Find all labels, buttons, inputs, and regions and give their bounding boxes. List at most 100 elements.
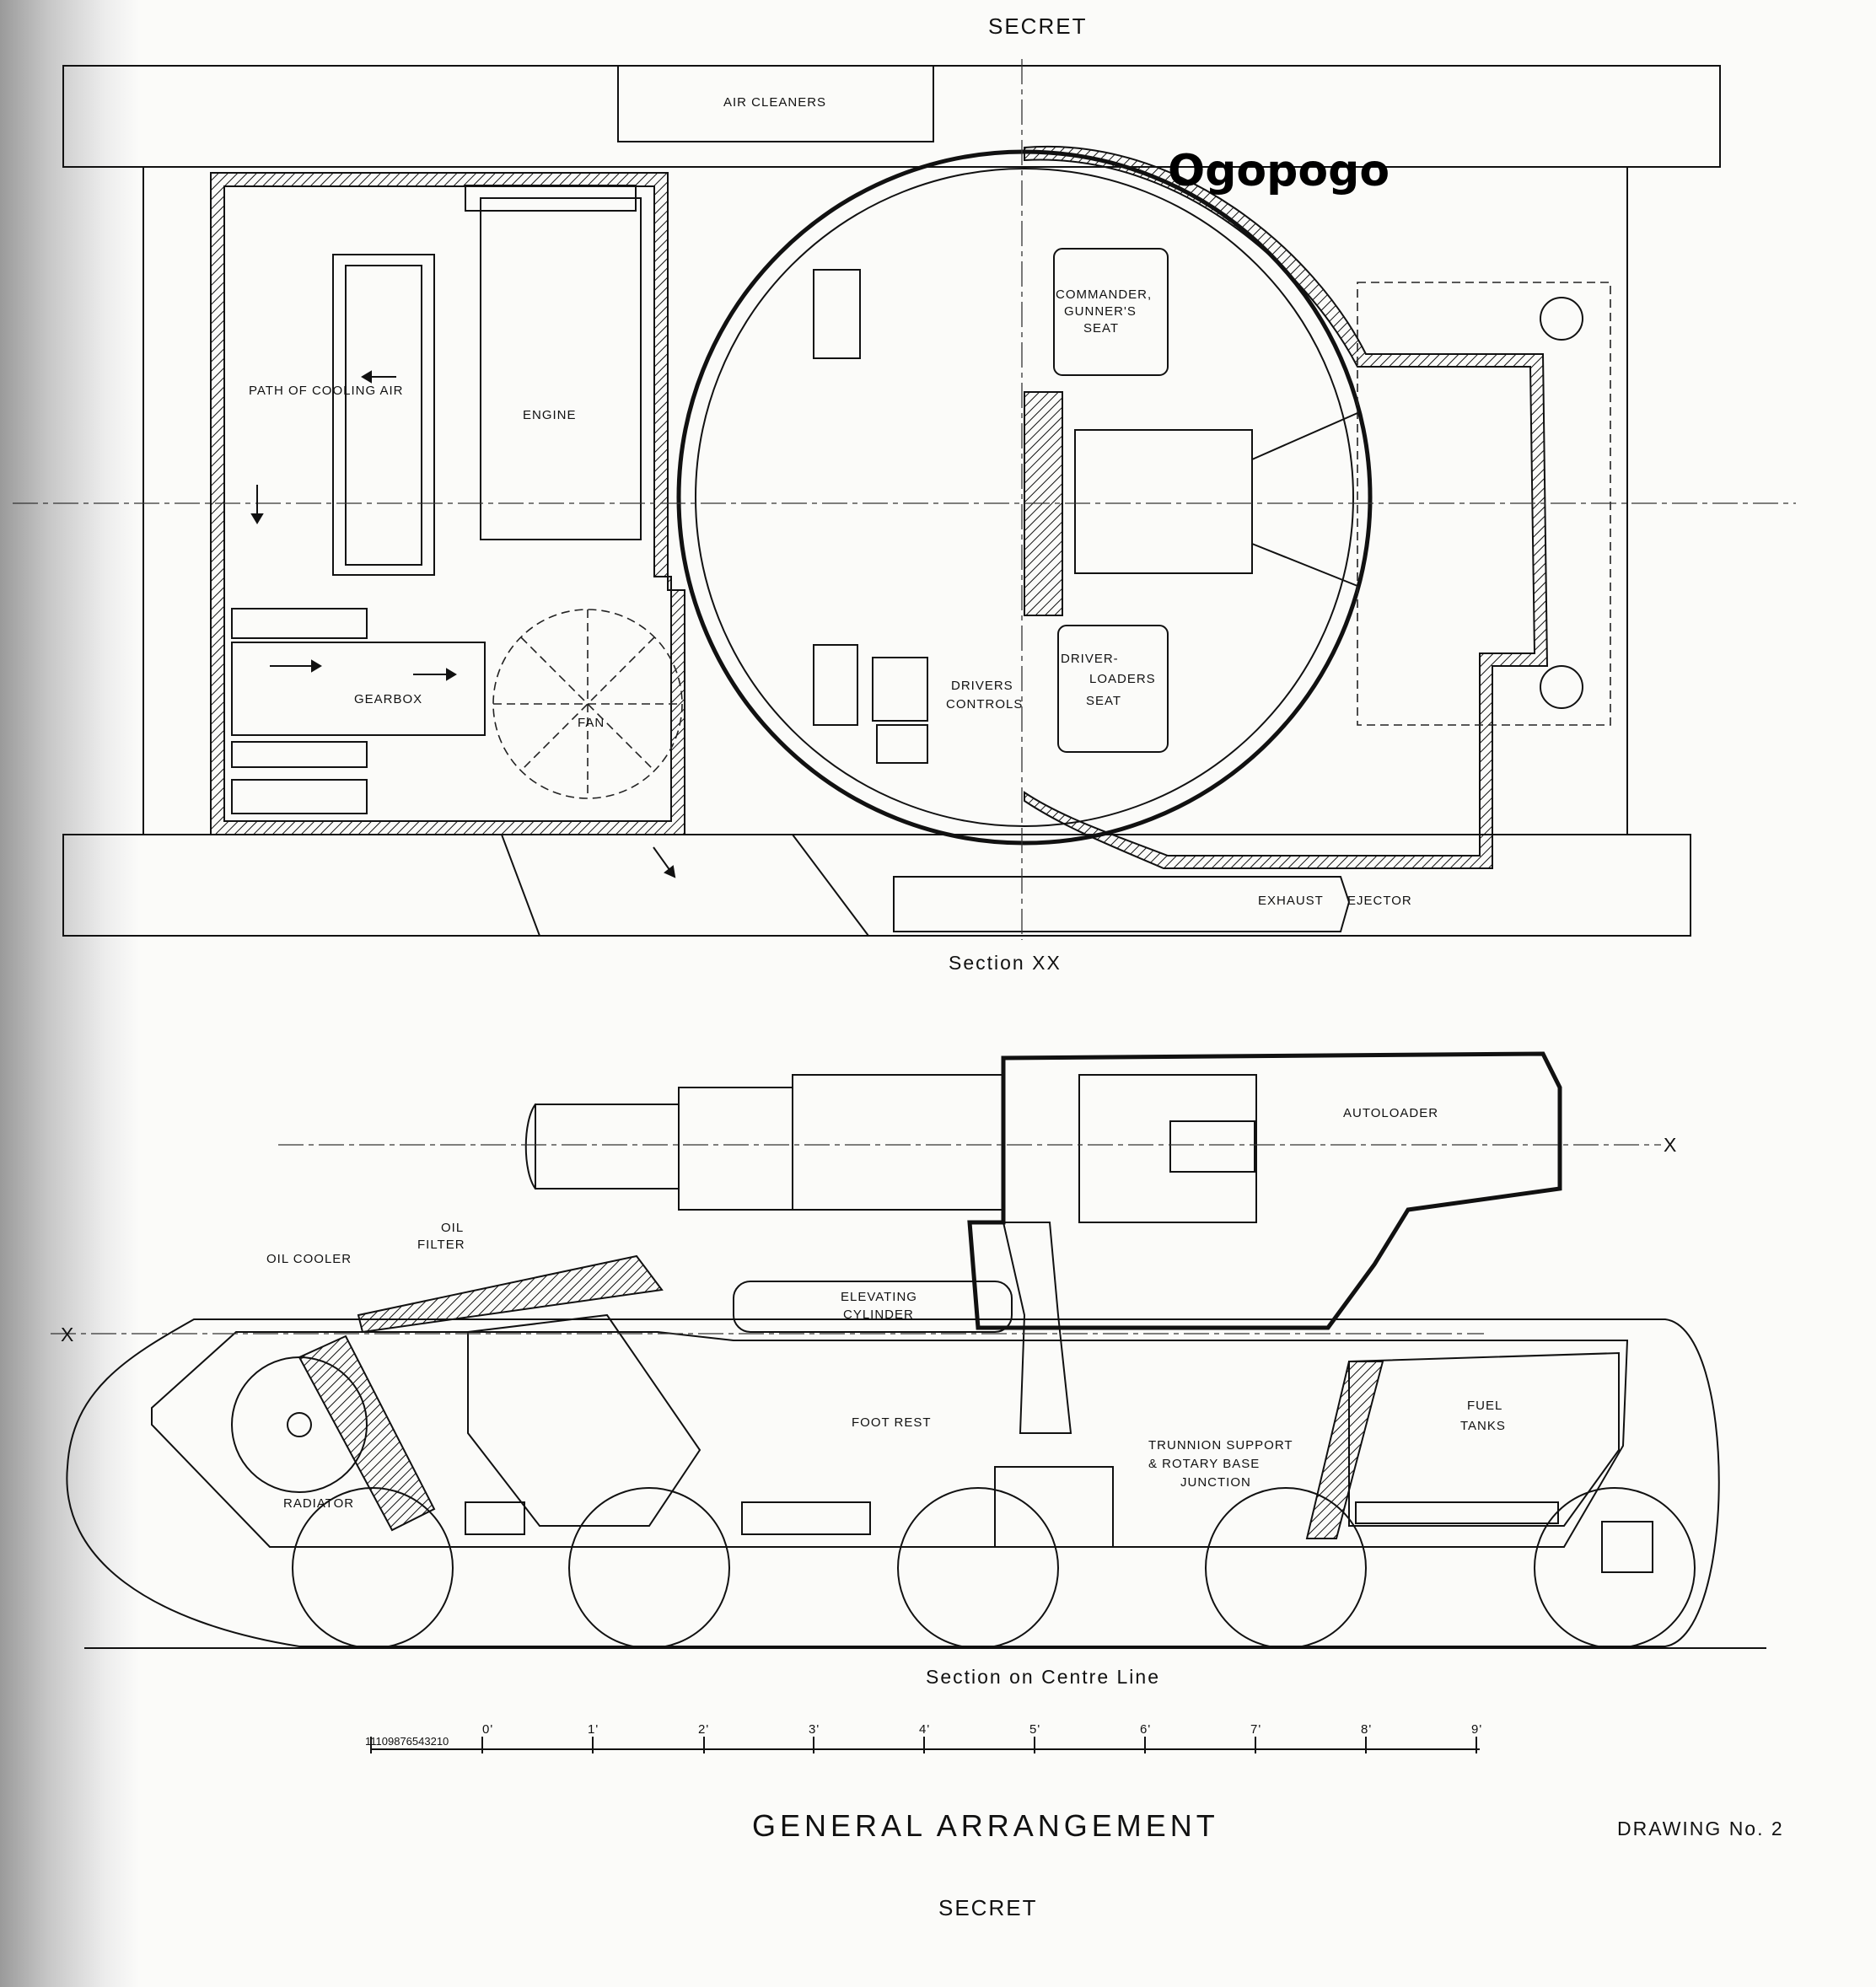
drawing-number: DRAWING No. 2 bbox=[1617, 1818, 1784, 1839]
label-radiator: RADIATOR bbox=[283, 1496, 354, 1511]
road-wheel-3 bbox=[897, 1487, 1059, 1649]
gearbox-upper bbox=[231, 608, 368, 639]
gun-breech bbox=[1074, 429, 1253, 574]
scale-bar bbox=[370, 1737, 1480, 1753]
scan-edge-shading bbox=[0, 0, 139, 1987]
diag-line-1 bbox=[501, 834, 540, 937]
scale-feet-2: 2' bbox=[698, 1722, 709, 1737]
port-circle-bottom bbox=[1540, 665, 1583, 709]
label-cylinder: CYLINDER bbox=[843, 1308, 914, 1322]
classification-top: SECRET bbox=[988, 13, 1087, 39]
hull-side bbox=[151, 1331, 1629, 1548]
label-filter: FILTER bbox=[417, 1238, 465, 1252]
scale-feet-0: 0' bbox=[482, 1722, 493, 1737]
floor-bolt-strips bbox=[465, 1501, 1559, 1535]
road-wheel-5 bbox=[1534, 1487, 1696, 1649]
label-ejector: EJECTOR bbox=[1347, 894, 1412, 908]
control-box-1 bbox=[813, 644, 858, 726]
scale-feet-5: 5' bbox=[1029, 1722, 1040, 1737]
commander-gunner-seat bbox=[1053, 248, 1169, 376]
exhaust-ejector bbox=[893, 876, 1351, 932]
turret-ring-inner bbox=[695, 168, 1354, 827]
label-autoloader: AUTOLOADER bbox=[1343, 1106, 1438, 1120]
gun-sleeve bbox=[678, 1087, 793, 1211]
scale-feet-7: 7' bbox=[1250, 1722, 1261, 1737]
air-cleaners-box bbox=[617, 65, 934, 142]
autoloader-inner bbox=[1169, 1120, 1255, 1173]
section-xx-view bbox=[13, 59, 1796, 940]
radiator-core bbox=[345, 265, 422, 566]
turret-bustle-wall bbox=[1024, 145, 1549, 869]
control-box-3 bbox=[876, 724, 928, 764]
rear-deck-armour bbox=[357, 1254, 664, 1334]
autoloader-mech bbox=[1078, 1074, 1257, 1223]
track-outline bbox=[66, 1318, 1720, 1647]
final-drive bbox=[1601, 1521, 1653, 1573]
label-exhaust: EXHAUST bbox=[1258, 894, 1324, 908]
recoil-arm-top bbox=[1251, 412, 1358, 460]
scale-feet-8: 8' bbox=[1361, 1722, 1372, 1737]
label-x-left: X bbox=[61, 1324, 75, 1345]
label-elevating: ELEVATING bbox=[841, 1290, 917, 1304]
scale-inch-ticks: 11109876543210 bbox=[365, 1735, 449, 1748]
recoil-arm-bottom bbox=[1251, 543, 1358, 587]
caption-section-xx: Section XX bbox=[949, 952, 1062, 974]
engine-side bbox=[467, 1313, 701, 1527]
upper-track-band bbox=[62, 65, 1721, 168]
scale-feet-6: 6' bbox=[1140, 1722, 1151, 1737]
label-fuel: FUEL bbox=[1467, 1399, 1502, 1413]
gearbox-lower-2 bbox=[231, 779, 368, 814]
trunnion-post bbox=[1002, 1222, 1072, 1434]
gearbox-block bbox=[231, 642, 486, 736]
label-x-right: X bbox=[1664, 1134, 1678, 1156]
fuel-tank-bulkhead bbox=[1305, 1361, 1384, 1539]
elevating-cylinder-body bbox=[733, 1281, 1013, 1333]
hull-outline bbox=[142, 166, 1628, 835]
port-circle-top bbox=[1540, 297, 1583, 341]
radiator-block bbox=[332, 254, 435, 576]
engine-bay-wall bbox=[210, 172, 685, 835]
scale-feet-1: 1' bbox=[588, 1722, 599, 1737]
label-seat-2: SEAT bbox=[1086, 694, 1121, 708]
cooling-air-arrows bbox=[250, 370, 676, 878]
label-junction: JUNCTION bbox=[1180, 1475, 1251, 1490]
driver-loader-seat bbox=[1057, 625, 1169, 753]
label-gearbox: GEARBOX bbox=[354, 692, 422, 706]
label-engine: ENGINE bbox=[523, 408, 577, 422]
scale-feet-3: 3' bbox=[809, 1722, 820, 1737]
scale-feet-9: 9' bbox=[1471, 1722, 1482, 1737]
label-foot-rest: FOOT REST bbox=[852, 1415, 932, 1430]
road-wheel-2 bbox=[568, 1487, 730, 1649]
control-box-upper bbox=[813, 269, 861, 359]
label-trunnion: TRUNNION SUPPORT bbox=[1148, 1438, 1293, 1453]
fan-spokes bbox=[493, 610, 682, 798]
idler-hub bbox=[287, 1412, 312, 1437]
label-commander: COMMANDER, bbox=[1056, 287, 1152, 302]
engine-block bbox=[480, 197, 642, 540]
label-driver: DRIVER- bbox=[1061, 652, 1119, 666]
scale-ticks bbox=[370, 1737, 1477, 1753]
label-gunners: GUNNER'S bbox=[1064, 304, 1137, 319]
fuel-tank-outline bbox=[1348, 1351, 1620, 1527]
label-drivers: DRIVERS bbox=[951, 679, 1013, 693]
label-cooling-air: PATH OF COOLING AIR bbox=[249, 384, 403, 398]
label-tanks: TANKS bbox=[1460, 1419, 1506, 1433]
diag-line-2 bbox=[792, 834, 869, 937]
engine-top bbox=[465, 185, 637, 212]
label-oil: OIL bbox=[441, 1221, 464, 1235]
watermark-text: Ogopogo bbox=[1168, 146, 1390, 196]
caption-centre-line: Section on Centre Line bbox=[926, 1666, 1160, 1688]
label-loaders: LOADERS bbox=[1089, 672, 1156, 686]
section-centre-view bbox=[51, 1051, 1766, 1649]
label-controls: CONTROLS bbox=[946, 697, 1023, 712]
road-wheel-4 bbox=[1205, 1487, 1367, 1649]
lower-track-band bbox=[62, 834, 1691, 937]
label-rotary: & ROTARY BASE bbox=[1148, 1457, 1260, 1471]
label-air-cleaners: AIR CLEANERS bbox=[723, 95, 826, 110]
radiator-slab bbox=[298, 1335, 436, 1532]
gun-barrel bbox=[535, 1104, 680, 1190]
gearbox-lower-1 bbox=[231, 741, 368, 768]
label-oil-cooler: OIL COOLER bbox=[266, 1252, 352, 1266]
